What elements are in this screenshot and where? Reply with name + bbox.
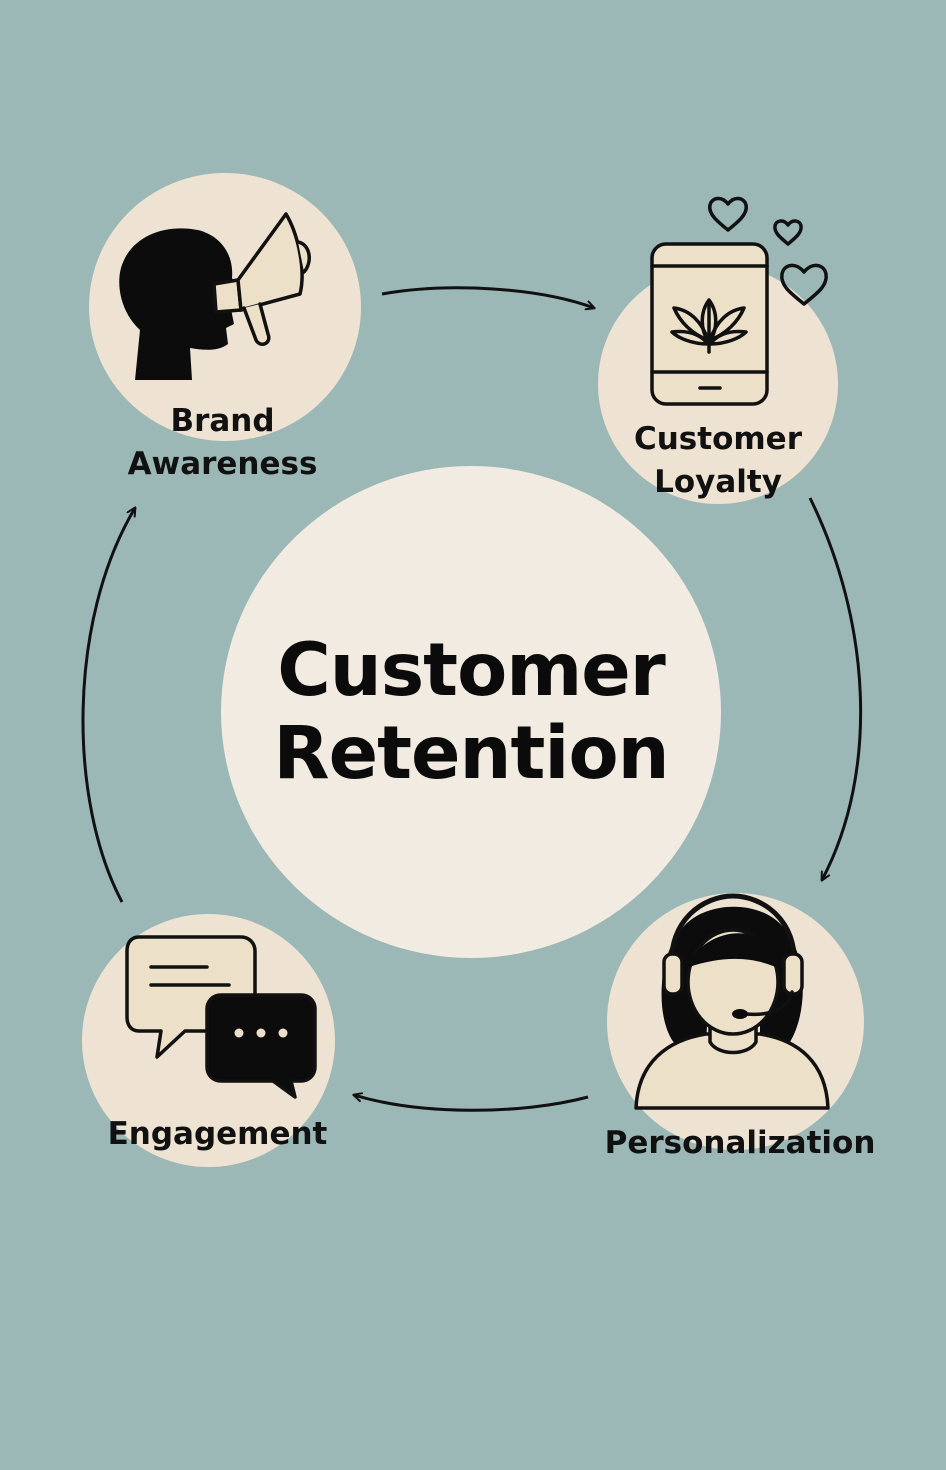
customer-loyalty-label-line1: Customer	[633, 421, 802, 457]
chat-bubbles-icon	[125, 935, 317, 1099]
center-title-line2: Retention	[273, 711, 669, 796]
brand-awareness-label-line1: Brand	[170, 403, 275, 439]
customer-loyalty-label: Customer Loyalty	[598, 418, 838, 504]
support-agent-headset-icon	[634, 893, 830, 1110]
head-megaphone-icon	[119, 212, 311, 380]
center-title-line1: Customer	[277, 628, 666, 713]
arrow-loyalty-to-personalization	[808, 497, 863, 880]
center-circle: Customer Retention	[221, 466, 721, 958]
customer-loyalty-label-line2: Loyalty	[654, 464, 782, 500]
arrow-engagement-to-awareness	[81, 508, 135, 903]
personalization-label: Personalization	[604, 1125, 876, 1161]
phone-leaf-hearts-icon	[650, 196, 828, 406]
arrow-personalization-to-engagement	[354, 1095, 589, 1112]
brand-awareness-label-line2: Awareness	[127, 446, 318, 482]
arrow-awareness-to-loyalty	[381, 286, 594, 308]
brand-awareness-label: Brand Awareness	[100, 400, 345, 486]
engagement-label: Engagement	[107, 1116, 328, 1152]
